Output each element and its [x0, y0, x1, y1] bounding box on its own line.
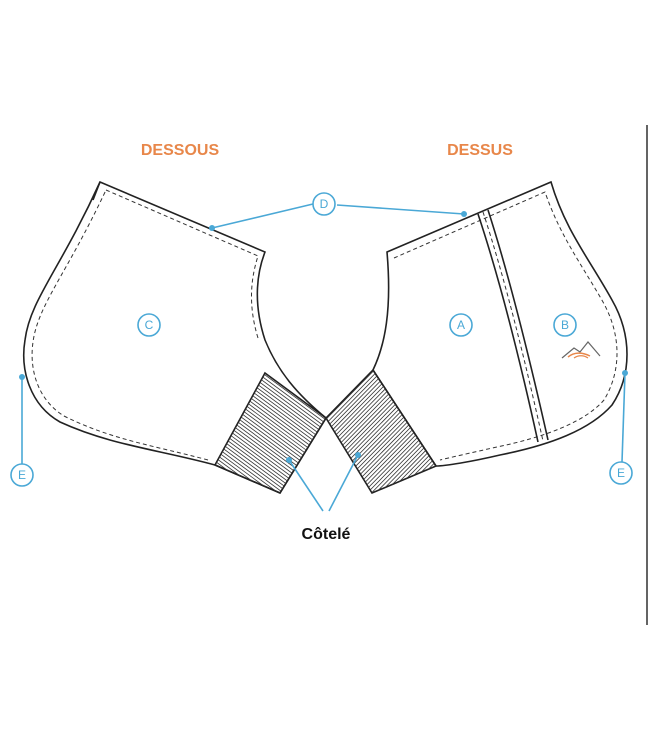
underside-title: DESSOUS — [141, 142, 220, 159]
rib-line — [326, 370, 436, 493]
rib-line — [326, 370, 436, 493]
callout-d-dot-left — [209, 225, 215, 231]
callout-d-dot-right — [461, 211, 467, 217]
rib-line — [215, 373, 326, 493]
rib-line — [326, 370, 436, 493]
ribbed-pointer-left-dot — [286, 457, 292, 463]
callout-d: D — [209, 192, 467, 231]
rib-line — [326, 370, 436, 493]
rib-line — [215, 373, 326, 493]
rib-line — [326, 370, 436, 493]
rib-line — [215, 373, 326, 493]
callout-e-left-circle — [10, 463, 34, 487]
rib-line — [215, 373, 326, 493]
rib-line — [326, 370, 436, 493]
callout-d-letter: D — [320, 197, 329, 211]
rib-line — [215, 373, 326, 493]
rib-line — [326, 370, 436, 493]
ribbed-pointer-right — [328, 454, 359, 512]
ribbed-pointer-right-dot — [355, 452, 361, 458]
rib-line — [215, 373, 326, 493]
rib-line — [215, 373, 326, 493]
underside-seam — [31, 189, 259, 461]
rib-line — [215, 373, 326, 493]
ribbed-pointer-left — [288, 459, 324, 512]
callout-e-left-letter: E — [18, 468, 26, 482]
rib-line — [215, 373, 326, 493]
topside-channel-stitch — [482, 211, 544, 442]
rib-line — [326, 370, 436, 493]
rib-line — [326, 370, 436, 493]
callout-d-circle — [312, 192, 336, 216]
callout-e-right-circle — [609, 461, 633, 485]
ribbed-caption: Côtelé — [302, 526, 351, 543]
rib-line — [215, 373, 326, 493]
rib-line — [326, 370, 436, 493]
rib-line — [326, 370, 436, 493]
callout-e-right-letter: E — [617, 466, 625, 480]
rib-line — [215, 373, 326, 493]
callout-e-left-dot — [19, 374, 25, 380]
ribbed-pointer — [286, 452, 361, 512]
rib-line — [326, 370, 436, 493]
callout-b: B — [553, 313, 577, 337]
callout-a-circle — [449, 313, 473, 337]
rib-line — [327, 370, 436, 493]
topside-title: DESSUS — [447, 142, 513, 159]
rib-line — [326, 370, 436, 493]
rib-line — [326, 370, 436, 493]
callout-e-right-line — [621, 372, 626, 463]
rib-line — [326, 370, 436, 493]
rib-line — [329, 370, 436, 493]
topside-channel-right — [487, 209, 549, 441]
rib-line — [326, 370, 436, 493]
rib-line — [215, 373, 326, 487]
rib-line — [326, 370, 436, 493]
topside-panel — [372, 180, 628, 467]
callout-c: C — [137, 313, 161, 337]
callout-c-circle — [137, 313, 161, 337]
rib-line — [326, 370, 436, 493]
rib-line — [326, 370, 436, 493]
rib-line — [326, 370, 436, 493]
rib-line — [215, 373, 326, 493]
rib-line — [326, 370, 436, 493]
rib-line — [215, 373, 326, 493]
topside-outline — [372, 180, 628, 467]
brand-logo — [561, 341, 601, 359]
rib-line — [215, 373, 326, 484]
topside-seam — [393, 191, 618, 461]
rib-line — [215, 373, 326, 493]
callout-d-line-right — [336, 204, 465, 215]
rib-line — [215, 373, 326, 493]
callout-a-letter: A — [457, 318, 465, 332]
callout-d-line-left — [211, 203, 314, 229]
callout-b-letter: B — [561, 318, 569, 332]
rib-line — [215, 373, 326, 493]
underside-panel — [22, 180, 328, 495]
callout-e-right: E — [609, 370, 633, 485]
topside-channel-left — [477, 213, 539, 443]
rib-line — [215, 373, 326, 492]
rib-line — [326, 370, 436, 493]
callout-b-circle — [553, 313, 577, 337]
rib-line — [326, 370, 436, 493]
rib-line — [326, 370, 436, 493]
rib-line — [326, 370, 436, 493]
underside-inner-edge — [92, 181, 101, 201]
ribbed-section-left — [213, 371, 328, 495]
callout-c-letter: C — [145, 318, 154, 332]
rib-line — [215, 373, 326, 493]
rib-line — [331, 370, 436, 493]
callout-e-right-dot — [622, 370, 628, 376]
callout-e-left: E — [10, 374, 34, 487]
callout-a: A — [449, 313, 473, 337]
underside-outline — [22, 180, 328, 495]
ribbed-lines-left — [215, 373, 326, 493]
rib-line — [326, 370, 436, 493]
rib-line — [215, 373, 326, 493]
